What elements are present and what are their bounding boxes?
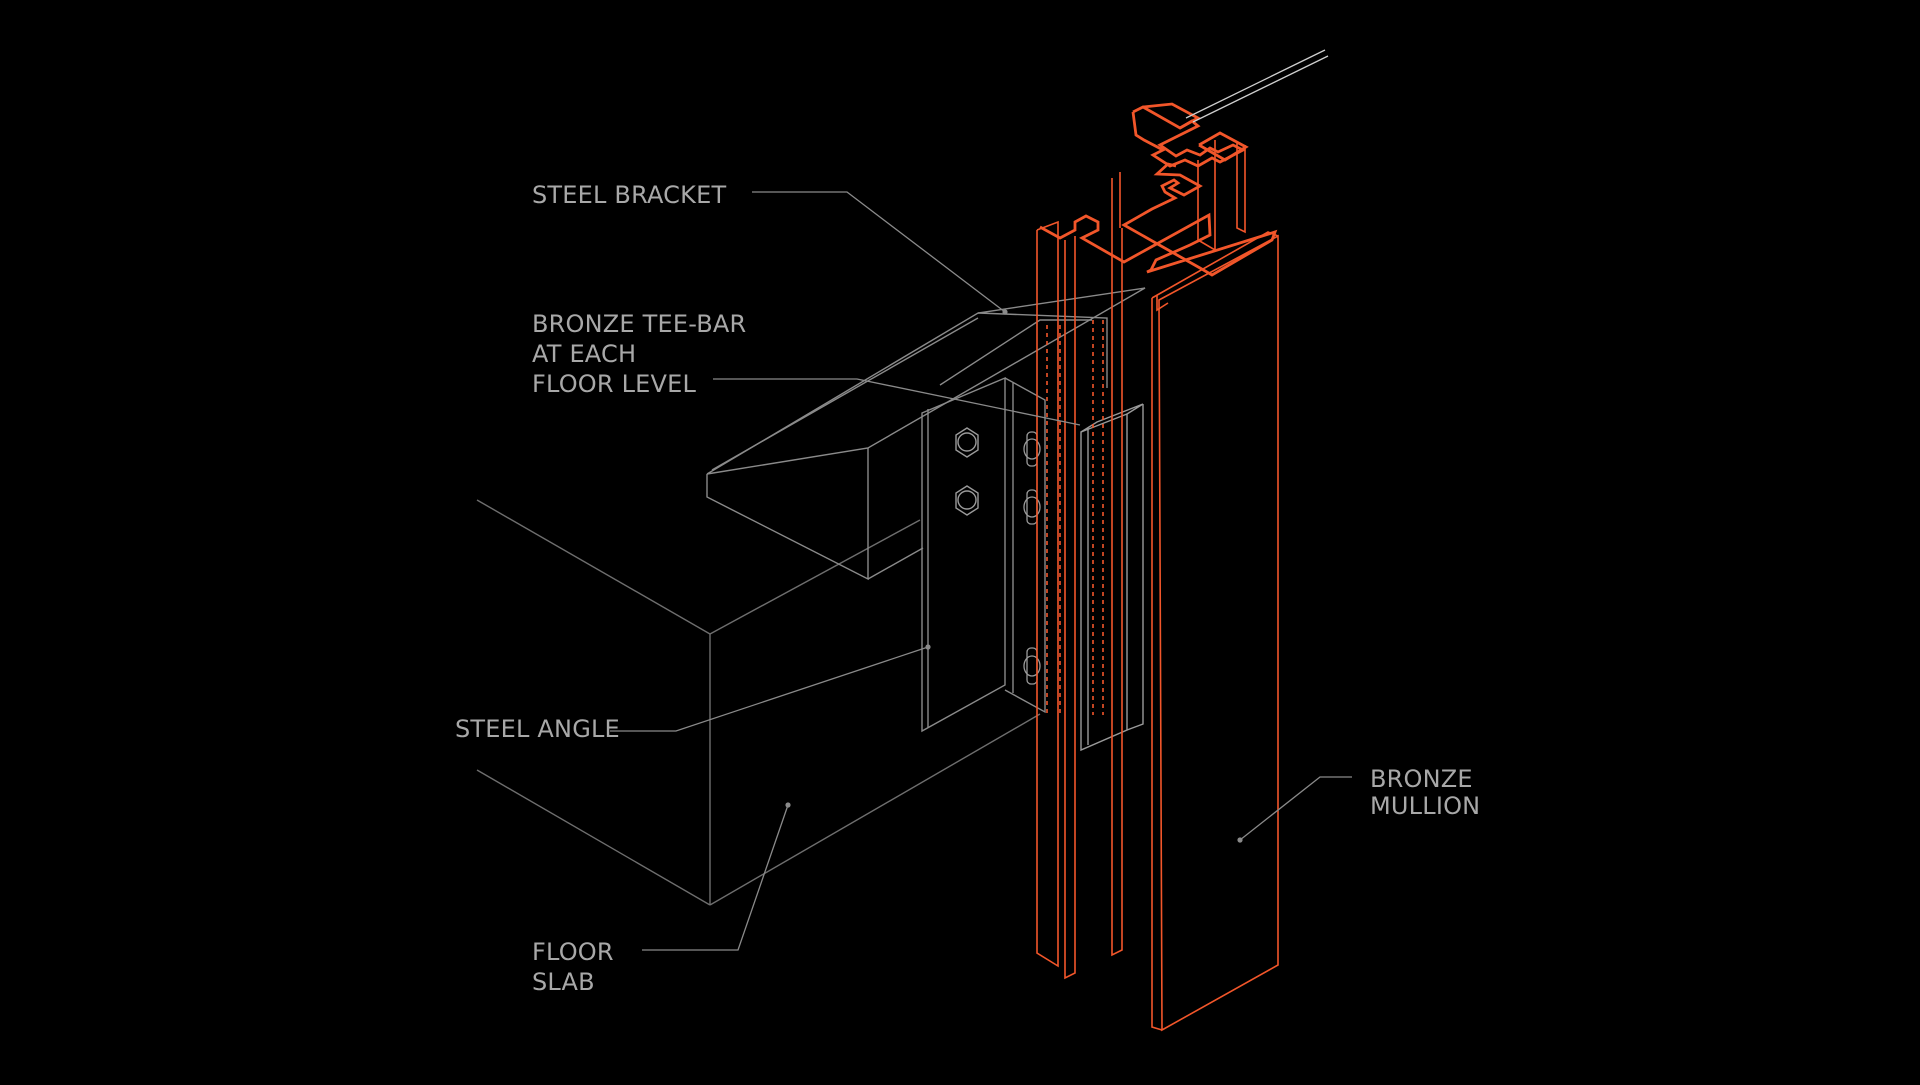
- bracket-front-face: [706, 448, 869, 581]
- bolt: [955, 427, 979, 458]
- label-bronze-tee-bar: BRONZE TEE-BAR AT EACH FLOOR LEVEL: [532, 310, 754, 398]
- steel-angle-plate: [921, 376, 1006, 733]
- callout-labels: STEEL BRACKET BRONZE TEE-BAR AT EACH FLO…: [455, 181, 1481, 996]
- mullion-front-left-edge: [1151, 298, 1163, 1031]
- glazing-lines: [1185, 49, 1329, 123]
- bracket-web-top: [939, 319, 1092, 386]
- steel-angle: [921, 376, 1046, 733]
- mullion-section-profile: [1039, 102, 1278, 277]
- leader-floor-slab: [642, 804, 789, 951]
- floor-slab-top-edge: [476, 499, 711, 635]
- bronze-mullion: [1036, 140, 1279, 1032]
- floor-slab: [476, 499, 1041, 906]
- bolts-angle: [955, 427, 979, 516]
- floor-slab-front-bottom: [709, 713, 1041, 906]
- floor-slab-front-top: [709, 519, 921, 635]
- mullion-back-column: [1197, 140, 1216, 252]
- label-bronze-mullion: BRONZE MULLION: [1370, 765, 1481, 820]
- bracket-front-bottom: [867, 547, 924, 580]
- bracket-top-face: [706, 287, 1146, 475]
- tee-bar-top: [1080, 403, 1144, 433]
- mullion-front-flange: [1156, 295, 1169, 312]
- label-steel-bracket: STEEL BRACKET: [532, 181, 726, 209]
- mullion-web-mid: [1111, 228, 1123, 957]
- section-right-box: [1198, 131, 1249, 162]
- leader-dots: [785, 309, 1243, 843]
- leader-lines: [610, 191, 1352, 951]
- mullion-front-face: [1158, 234, 1279, 1032]
- section-upper: [1131, 105, 1247, 168]
- section-main: [1039, 162, 1278, 277]
- leader-bronze-mullion: [1239, 776, 1352, 841]
- leader-bronze-tee-bar: [713, 378, 1081, 426]
- leader-steel-bracket: [752, 191, 1006, 313]
- floor-slab-bottom-edge: [476, 769, 711, 906]
- mullion-web-left: [1064, 236, 1076, 980]
- tee-bar-side: [1126, 404, 1144, 731]
- section-upper-2: [1142, 102, 1201, 130]
- bracket-side: [977, 312, 1108, 388]
- mullion-back-column-2: [1236, 142, 1246, 234]
- label-floor-slab: FLOOR SLAB: [532, 938, 622, 996]
- bolt: [955, 485, 979, 516]
- steel-angle-leg: [1004, 377, 1046, 714]
- mullion-left-flange: [1036, 230, 1059, 968]
- label-steel-angle: STEEL ANGLE: [455, 715, 620, 743]
- steel-bracket: [706, 287, 1146, 581]
- bracket-top-inner: [711, 317, 979, 471]
- leader-steel-angle: [610, 646, 929, 732]
